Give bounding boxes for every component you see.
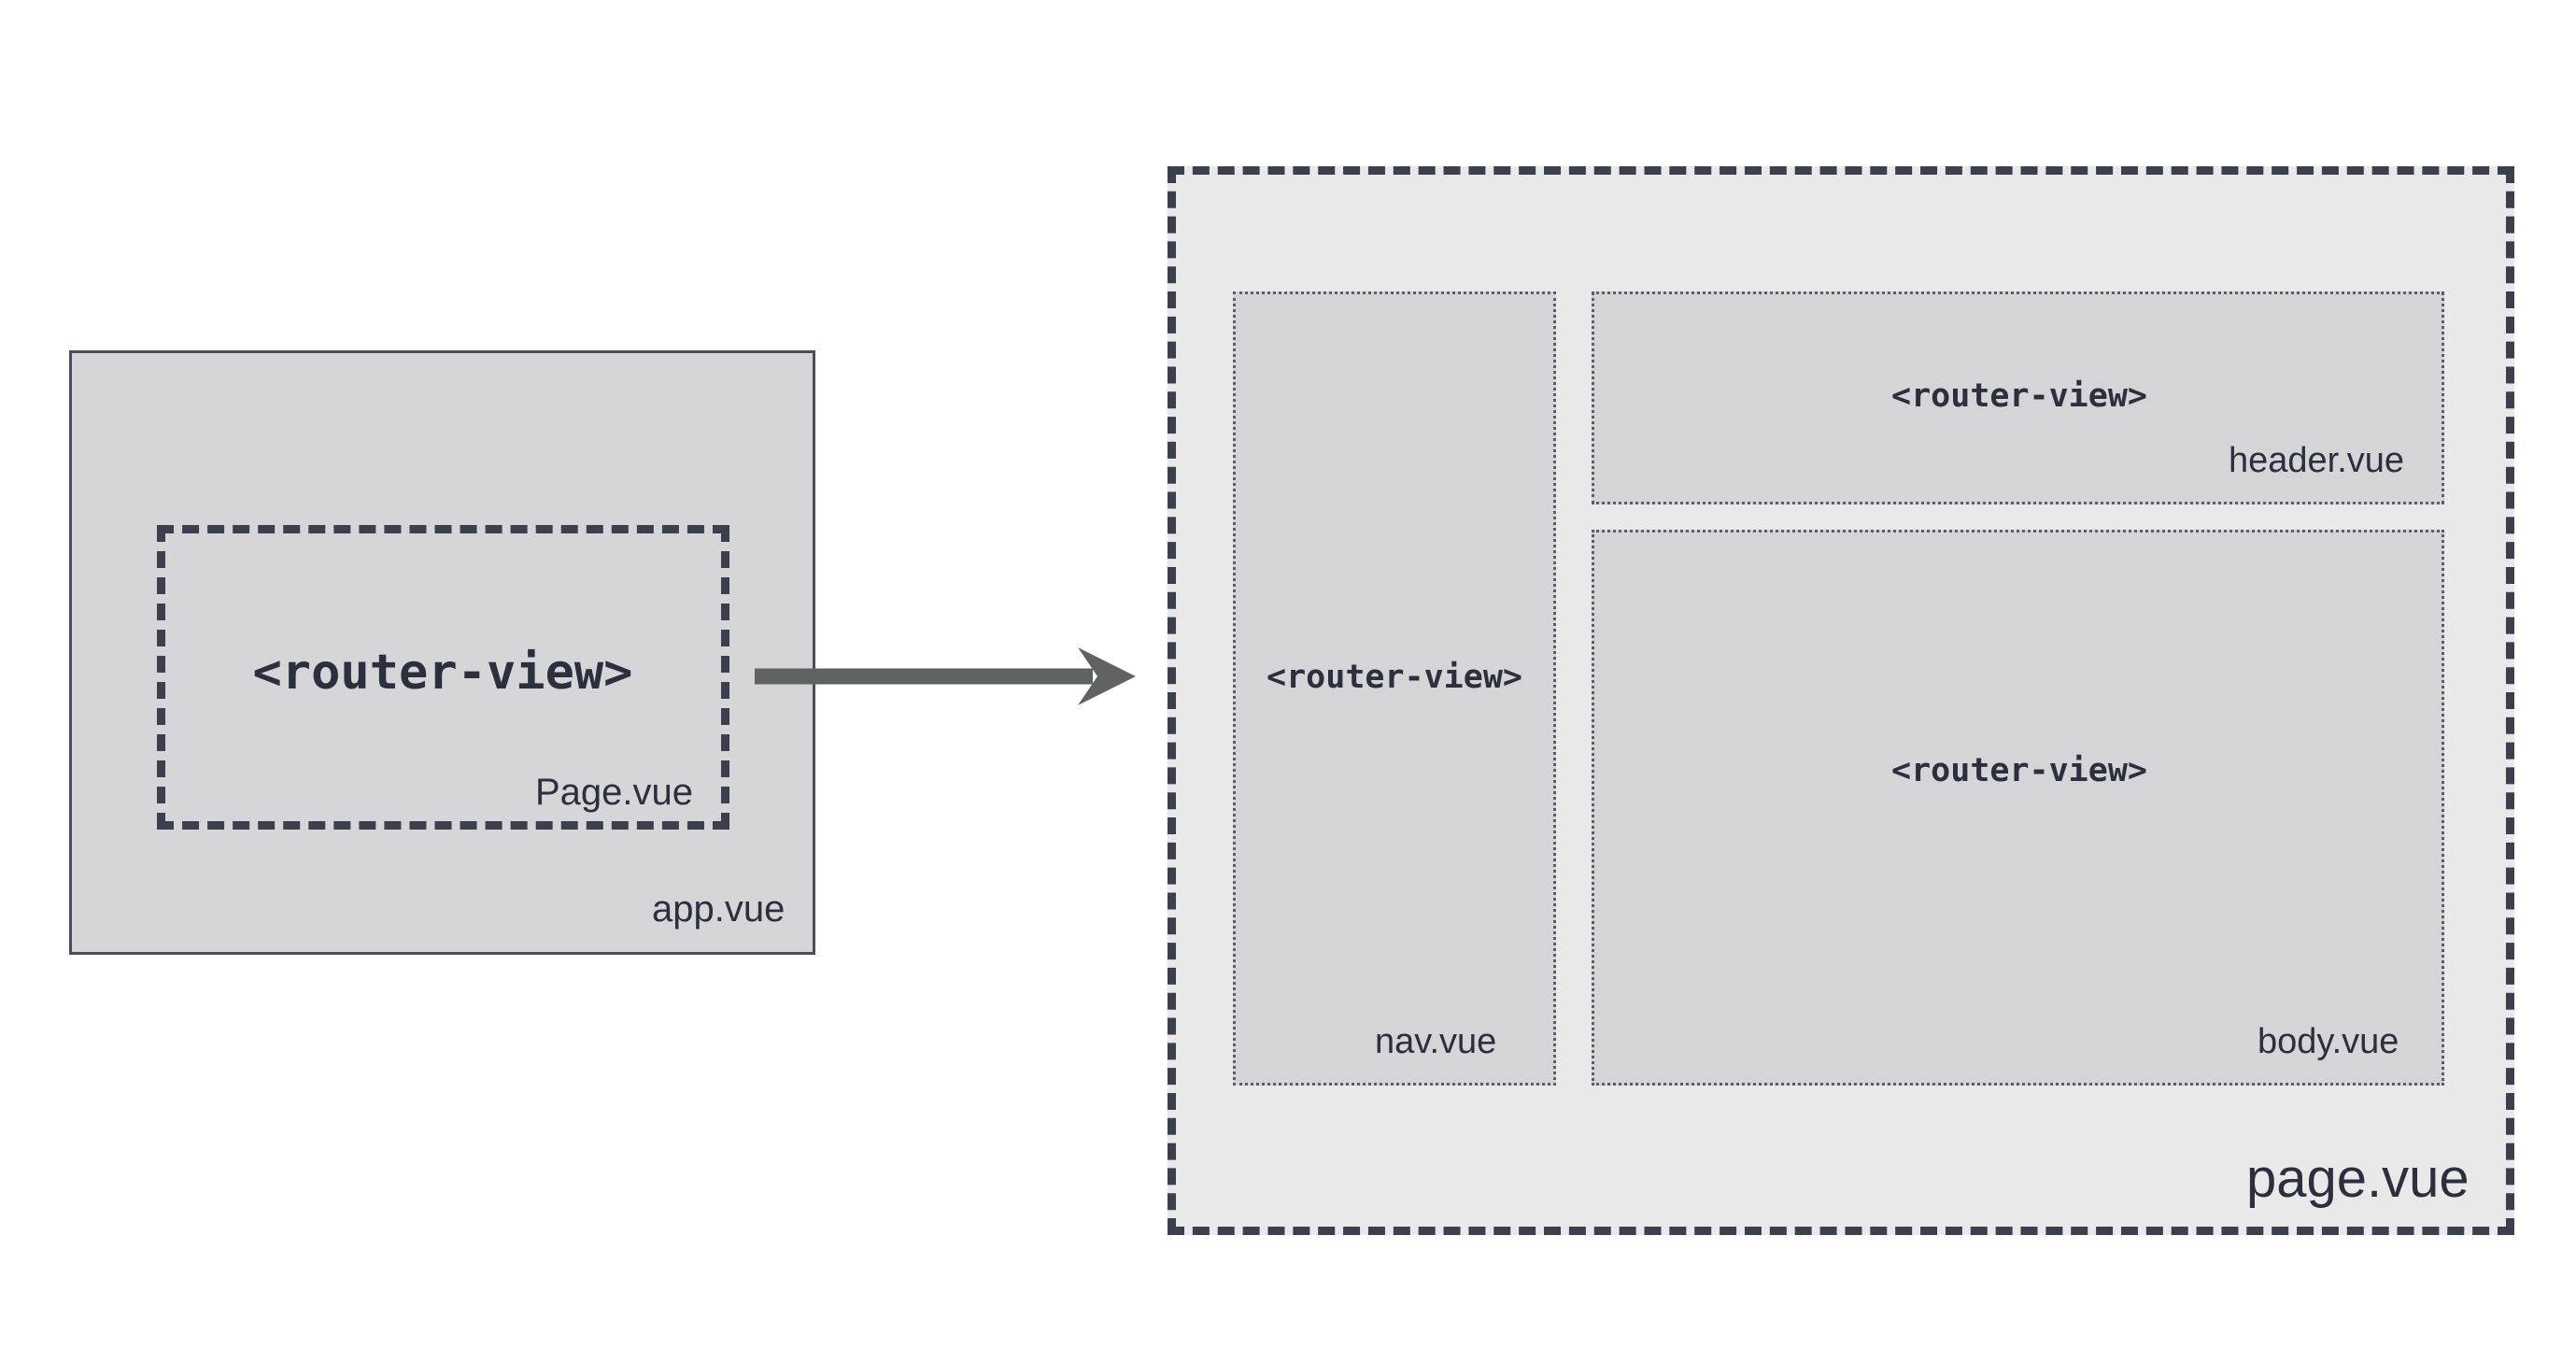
nav-vue-box — [1233, 291, 1556, 1086]
body-vue-box — [1592, 530, 2444, 1086]
header-vue-label: header.vue — [2229, 441, 2405, 480]
header-vue-box — [1592, 291, 2444, 504]
body-router-view-tag: <router-view> — [1891, 752, 2147, 789]
app-router-view-tag: <router-view> — [252, 645, 633, 701]
page-vue-slot-label: Page.vue — [535, 772, 694, 813]
app-vue-label: app.vue — [652, 888, 786, 930]
nav-vue-label: nav.vue — [1375, 1022, 1497, 1061]
body-vue-label: body.vue — [2258, 1022, 2399, 1061]
header-router-view-tag: <router-view> — [1891, 377, 2147, 415]
page-vue-label: page.vue — [2246, 1148, 2470, 1209]
nav-router-view-tag: <router-view> — [1267, 659, 1522, 696]
page-vue-router-view-slot — [157, 525, 729, 830]
